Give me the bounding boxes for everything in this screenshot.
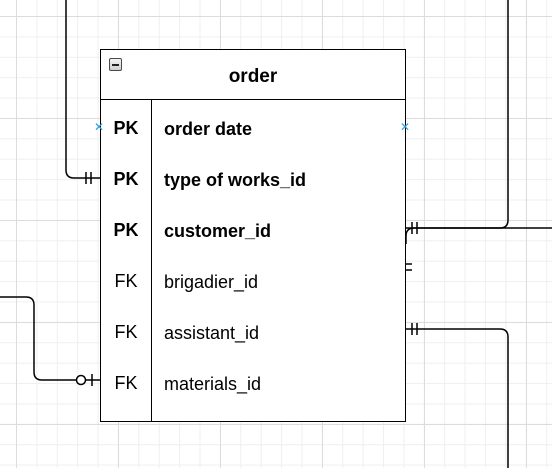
- field-name: brigadier_id: [164, 272, 259, 292]
- key-label: PK: [113, 118, 139, 138]
- connector-materials[interactable]: [0, 296, 100, 381]
- field-name: order date: [164, 119, 253, 139]
- entity-header[interactable]: order: [101, 50, 405, 100]
- table-row[interactable]: PK order date: [101, 102, 405, 153]
- table-row[interactable]: PK customer_id: [101, 204, 405, 255]
- table-row[interactable]: FK materials_id: [101, 357, 405, 408]
- connector-assistant[interactable]: [406, 328, 509, 468]
- key-label: FK: [114, 373, 138, 393]
- key-column-divider: [151, 100, 152, 421]
- field-name: assistant_id: [164, 323, 260, 343]
- connection-point-icon[interactable]: ✕: [400, 120, 411, 134]
- optional-one-circle: [75, 374, 87, 386]
- entity-title: order: [228, 66, 278, 87]
- field-name: type of works_id: [164, 170, 307, 190]
- order-entity-table[interactable]: order PK order date PK type of works_id …: [100, 49, 406, 422]
- key-label: FK: [114, 271, 138, 291]
- table-row[interactable]: FK brigadier_id: [101, 255, 405, 306]
- table-row[interactable]: FK assistant_id: [101, 306, 405, 357]
- connector-brigadier[interactable]: [405, 227, 552, 244]
- key-label: FK: [114, 322, 138, 342]
- connector-customer[interactable]: [406, 0, 509, 229]
- field-name: materials_id: [164, 374, 262, 394]
- key-label: PK: [113, 220, 139, 240]
- collapse-icon[interactable]: [109, 58, 122, 71]
- connection-point-icon[interactable]: ✕: [94, 120, 105, 134]
- key-label: PK: [113, 169, 139, 189]
- field-name: customer_id: [164, 221, 272, 241]
- connector-type-of-works[interactable]: [65, 0, 100, 179]
- table-row[interactable]: PK type of works_id: [101, 153, 405, 204]
